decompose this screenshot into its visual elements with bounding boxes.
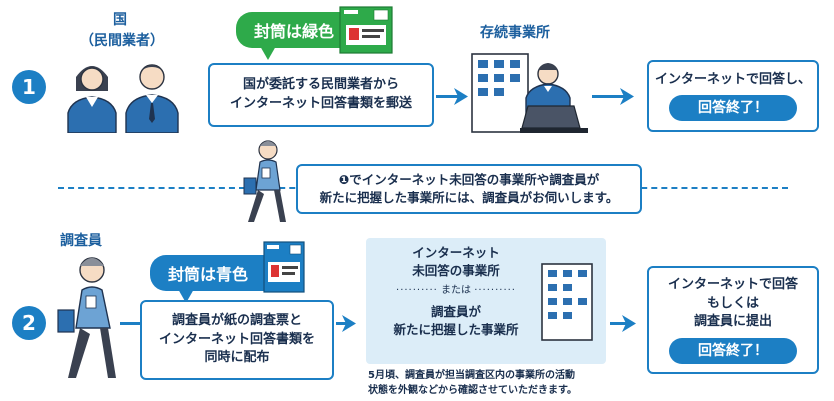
office-label: 存続事業所 [480, 25, 550, 41]
arrow-2c [610, 322, 626, 325]
target-text-block: インターネット 未回答の事業所 ·········· または ·········… [374, 244, 538, 339]
step1-done-pill: 回答終了！ [669, 95, 797, 122]
arrow-1b-head [620, 88, 634, 105]
target-line1: インターネット [412, 245, 500, 260]
revisit-note-box: ❶でインターネット未回答の事業所や調査員が 新たに把握した事業所には、調査員がお… [296, 164, 642, 214]
arrow-2b [336, 322, 346, 325]
arrow-1a [436, 95, 458, 98]
revisit-note-line1: ❶でインターネット未回答の事業所や調査員が [338, 171, 600, 187]
arrow-1b [592, 95, 624, 98]
footnote-line2: 状態を外観などから確認させていただきます。 [368, 385, 577, 396]
green-envelope-label: 封筒は緑色 [254, 22, 335, 41]
target-line4: 新たに把握した事業所 [393, 321, 519, 337]
step1-mailing-box: 国が委託する民間業者から インターネット回答書類を郵送 [208, 63, 434, 127]
blue-envelope-icon [263, 241, 305, 293]
actor-label-line2: （民間業者） [80, 33, 164, 49]
step2-box-line3: 同時に配布 [204, 350, 270, 366]
target-line2: 未回答の事業所 [412, 263, 500, 279]
step2-box-line2: インターネット回答書類を [158, 331, 315, 347]
step2-distribution-box: 調査員が紙の調査票と インターネット回答書類を 同時に配布 [140, 300, 334, 380]
step-1-badge: 1 [12, 70, 46, 104]
target-or-divider: ·········· または ·········· [396, 285, 516, 297]
step2-done-pill: 回答終了！ [669, 338, 797, 365]
step-2-badge: 2 [12, 306, 46, 340]
target-line3: 調査員が [430, 303, 481, 319]
step2-result-box: インターネットで回答 もしくは 調査員に提出 回答終了！ [647, 266, 819, 374]
surveyor-icon [57, 257, 116, 378]
footnote-line1: 5月頃、調査員が担当調査区内の事業所の活動 [368, 370, 575, 381]
step2-result-line1: インターネットで回答 [667, 276, 798, 292]
arrow-2b-head [342, 315, 356, 332]
step1-box-line1: 国が委託する民間業者から [242, 77, 399, 93]
office-worker-icon [471, 53, 588, 133]
actor-label-line1: 国 [113, 12, 127, 28]
step1-box-line2: インターネット回答書類を郵送 [229, 96, 412, 111]
actor-label-kuni: 国 （民間業者） [80, 10, 164, 52]
step1-result-text: インターネットで回答し、 [654, 71, 811, 87]
arrow-2a [120, 322, 140, 325]
private-contractor-people-icon [67, 64, 179, 133]
bubble-tail-blue [178, 289, 194, 303]
step2-box-line1: 調査員が紙の調査票と [171, 312, 302, 328]
survey-footnote: 5月頃、調査員が担当調査区内の事業所の活動 状態を外観などから確認させていただき… [368, 368, 618, 398]
blue-envelope-label: 封筒は青色 [168, 265, 249, 284]
revisit-note-line2: 新たに把握した事業所には、調査員がお伺いします。 [319, 190, 619, 205]
office-building-icon [541, 263, 593, 341]
green-envelope-icon [339, 6, 393, 54]
arrow-1a-head [454, 88, 468, 105]
target-or: または [441, 285, 471, 297]
step2-result-line2: もしくは [706, 295, 759, 311]
surveyor-walking-icon [243, 140, 286, 222]
step1-result-box: インターネットで回答し、 回答終了！ [647, 60, 819, 132]
arrow-2c-head [622, 315, 636, 332]
surveyor-label: 調査員 [60, 233, 102, 249]
step2-result-line3: 調査員に提出 [693, 314, 772, 330]
bubble-tail-green [260, 46, 276, 60]
